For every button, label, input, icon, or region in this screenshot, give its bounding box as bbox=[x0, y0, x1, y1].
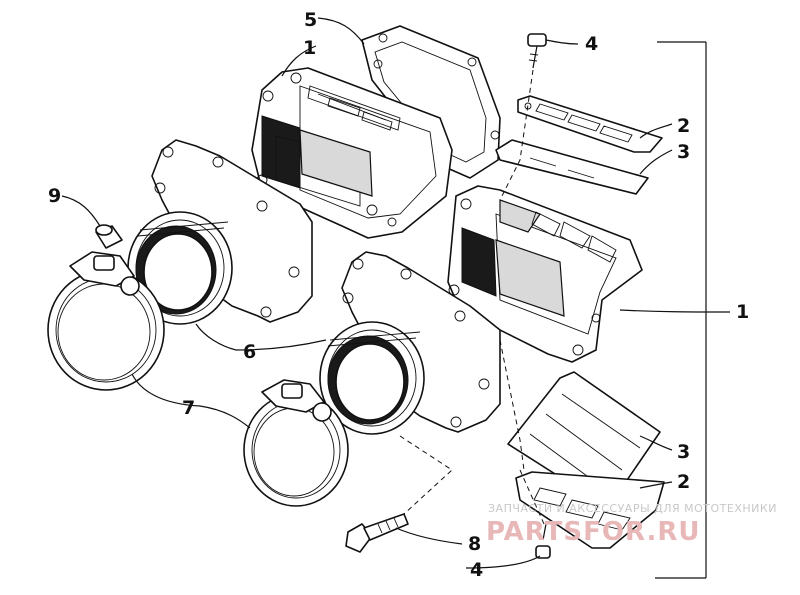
watermark-brand: PARTSFOR.RU bbox=[486, 517, 700, 547]
spacer-sleeve bbox=[95, 224, 123, 249]
callout-3-bottom: 3 bbox=[677, 441, 690, 463]
screw-top bbox=[527, 33, 547, 69]
watermark-tagline: ЗАПЧАСТИ И АКСЕССУАРЫ ДЛЯ МОТОТЕХНИКИ bbox=[488, 502, 777, 515]
callout-1-top: 1 bbox=[303, 37, 316, 59]
bolt bbox=[345, 513, 409, 553]
callout-3-top: 3 bbox=[677, 141, 690, 163]
watermark: ЗАПЧАСТИ И АКСЕССУАРЫ ДЛЯ МОТОТЕХНИКИ PA… bbox=[486, 502, 777, 547]
reed-valve-block-top bbox=[251, 67, 453, 239]
intake-flange-front bbox=[319, 251, 501, 435]
callout-7: 7 bbox=[182, 397, 195, 419]
reed-valve-block-right bbox=[447, 185, 643, 363]
reed-stop-plate-bottom bbox=[515, 471, 665, 549]
assembly-bracket bbox=[655, 41, 707, 579]
callout-6: 6 bbox=[243, 341, 256, 363]
callout-4-bottom: 4 bbox=[470, 559, 483, 581]
screw-bottom bbox=[535, 523, 551, 559]
callout-labels: 5 1 4 2 3 9 1 6 7 3 2 8 4 bbox=[48, 9, 749, 581]
reed-petal-top bbox=[495, 139, 649, 195]
callout-9: 9 bbox=[48, 185, 61, 207]
hose-clamp-front bbox=[243, 379, 349, 507]
callout-2-bottom: 2 bbox=[677, 471, 690, 493]
hose-clamp-rear bbox=[47, 251, 165, 391]
callout-5: 5 bbox=[304, 9, 317, 31]
callout-1-right: 1 bbox=[736, 301, 749, 323]
assembly-dashed-lines bbox=[399, 69, 545, 525]
callout-2-top: 2 bbox=[677, 115, 690, 137]
reed-stop-plate-top bbox=[517, 95, 663, 153]
callout-8: 8 bbox=[468, 533, 481, 555]
callout-4-top: 4 bbox=[585, 33, 598, 55]
leader-lines bbox=[61, 17, 731, 569]
